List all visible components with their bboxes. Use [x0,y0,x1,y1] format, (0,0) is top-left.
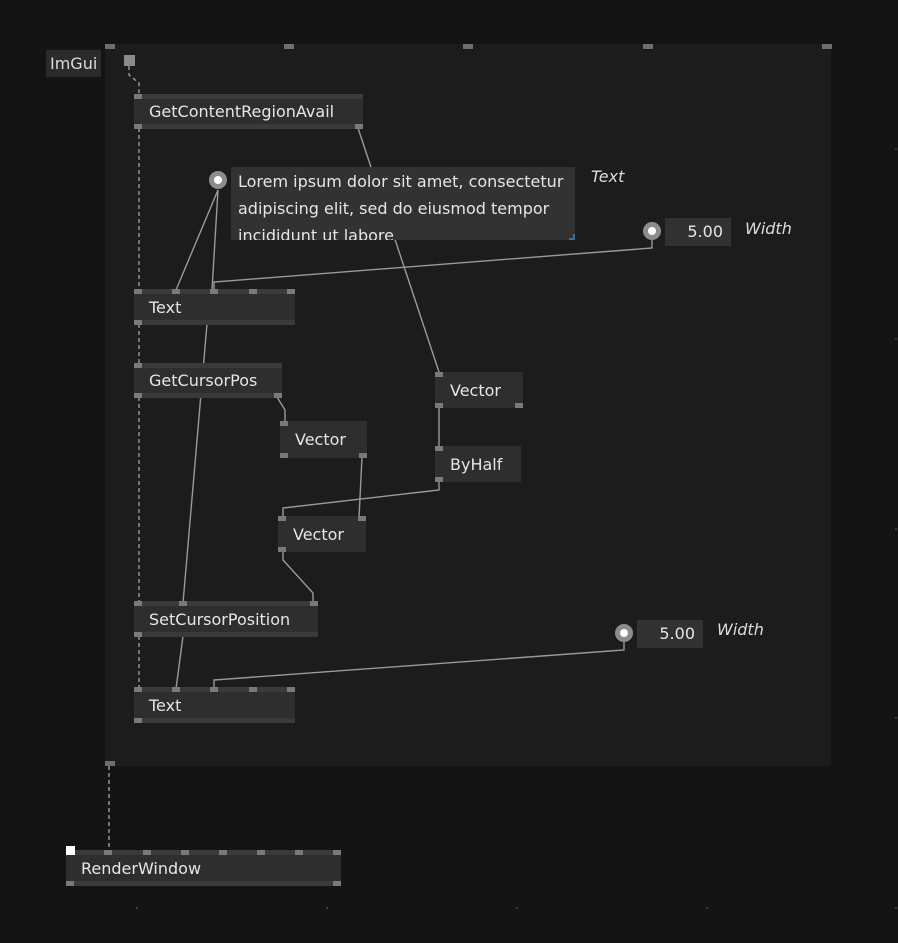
width-iobox-label: Width [745,219,792,238]
node-get-content-region-avail[interactable]: GetContentRegionAvail [134,94,363,129]
region-pin[interactable] [822,44,832,49]
grid-dot [895,148,897,150]
grid-dot [895,717,897,719]
node-label: Text [149,297,182,317]
node-label: ByHalf [450,454,503,474]
region-toggle-icon[interactable] [124,55,135,66]
iobox-pin-icon[interactable] [209,171,227,189]
node-vector-join[interactable]: Vector [278,516,366,552]
node-vector-split[interactable]: Vector [280,421,367,458]
node-label: Text [149,695,182,715]
node-set-cursor-position[interactable]: SetCursorPosition [134,601,318,637]
grid-dot [706,907,708,909]
iobox-pin-icon[interactable] [615,624,633,642]
region-pin[interactable] [105,44,115,49]
grid-dot [516,907,518,909]
text-iobox-label: Text [591,167,625,186]
node-label: GetCursorPos [149,371,258,390]
node-label: SetCursorPosition [149,609,291,629]
node-get-cursor-pos[interactable]: GetCursorPos [134,363,282,398]
node-label: Vector [293,524,344,544]
grid-dot [136,907,138,909]
region-pin[interactable] [463,44,473,49]
grid-dot [895,338,897,340]
width-iobox-label: Width [717,620,764,639]
render-window-selected-pin[interactable] [66,846,75,855]
grid-dot [895,528,897,530]
node-render-window[interactable]: RenderWindow [66,850,341,886]
iobox-pin-icon[interactable] [643,222,661,240]
node-text[interactable]: Text [134,687,295,723]
width-iobox[interactable]: 5.00 [665,218,731,246]
grid-dot [326,907,328,909]
node-vector-split[interactable]: Vector [435,372,523,408]
node-by-half[interactable]: ByHalf [435,446,521,482]
node-label: GetContentRegionAvail [149,102,335,121]
region-pin[interactable] [643,44,653,49]
region-output-pin[interactable] [105,761,115,766]
node-label: Vector [450,380,501,400]
node-text[interactable]: Text [134,289,295,325]
text-iobox-value: Lorem ipsum dolor sit amet, consectetur … [238,172,564,240]
node-label: Vector [295,430,346,449]
grid-dot [895,907,897,909]
region-label: ImGui [46,50,102,77]
resize-handle-icon[interactable] [569,234,575,240]
text-iobox[interactable]: Lorem ipsum dolor sit amet, consectetur … [231,167,575,240]
width-iobox[interactable]: 5.00 [637,620,703,648]
region-pin[interactable] [284,44,294,49]
node-label: RenderWindow [81,858,202,878]
